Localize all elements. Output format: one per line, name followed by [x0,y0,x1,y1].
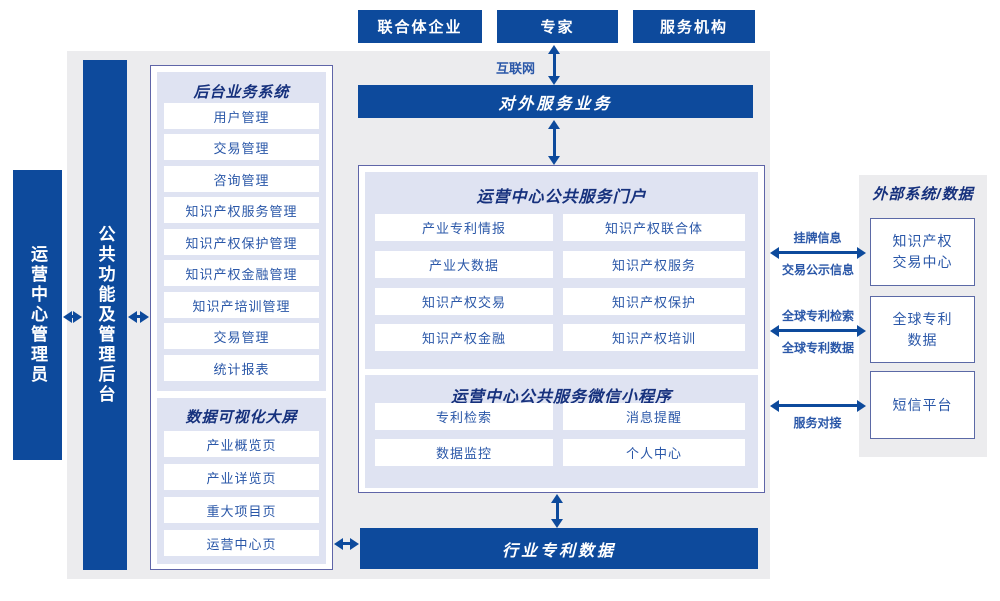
miniprogram-item: 个人中心 [563,439,745,466]
portal-item: 知识产权交易 [375,288,553,315]
actor-box-service-org: 服务机构 [633,10,755,43]
backend-item: 交易管理 [164,134,319,160]
portal-to-patent-arrow [550,494,564,528]
backend-rail: 公共功能及管理后台 [83,60,127,570]
data-viz-item: 运营中心页 [164,530,319,556]
data-viz-panel: 数据可视化大屏 产业概览页 产业详览页 重大项目页 运营中心页 [157,398,326,564]
service-to-portal-arrow [547,120,561,165]
global-patent-data-label: 全球专利数据 [781,341,854,355]
backend-item: 咨询管理 [164,166,319,192]
data-viz-item: 重大项目页 [164,497,319,523]
miniprogram-item: 专利检索 [375,403,553,430]
backend-item: 知识产权服务管理 [164,197,319,223]
backend-system-title: 后台业务系统 [193,84,290,101]
industry-patent-bar: 行业专利数据 [360,528,758,569]
center-container: 运营中心公共服务门户 产业专利情报 知识产权联合体 产业大数据 知识产权服务 知… [358,165,765,493]
portal-panel: 运营中心公共服务门户 产业专利情报 知识产权联合体 产业大数据 知识产权服务 知… [365,172,758,369]
admin-to-backend-arrow [63,310,82,323]
portal-title: 运营中心公共服务门户 [476,189,647,206]
portal-item: 知识产权服务 [563,251,745,278]
portal-item: 知识产权联合体 [563,214,745,241]
backend-item: 知识产培训管理 [164,292,319,318]
backend-item: 知识产权金融管理 [164,260,319,286]
portal-item: 产业专利情报 [375,214,553,241]
miniprogram-title: 运营中心公共服务微信小程序 [450,389,672,406]
service-connect-label: 服务对接 [793,416,842,430]
miniprogram-item: 消息提醒 [563,403,745,430]
backend-item: 交易管理 [164,323,319,349]
backend-item: 统计报表 [164,355,319,381]
backend-item: 用户管理 [164,103,319,129]
listing-info-label: 挂牌信息 [793,231,842,245]
internet-arrow [547,45,561,85]
external-box-global-patent: 全球专利 数据 [870,296,975,363]
internet-label: 互联网 [495,61,535,76]
portal-item: 知识产权金融 [375,324,553,351]
external-box-ip-exchange: 知识产权 交易中心 [870,218,975,286]
global-patent-arrow [770,324,866,337]
global-patent-search-label: 全球专利检索 [781,309,854,323]
portal-item: 产业大数据 [375,251,553,278]
backend-item: 知识产权保护管理 [164,229,319,255]
actor-box-consortium: 联合体企业 [358,10,482,43]
dataviz-to-patent-arrow [334,537,359,550]
portal-item: 知识产权保护 [563,288,745,315]
miniprogram-panel: 运营中心公共服务微信小程序 专利检索 消息提醒 数据监控 个人中心 [365,375,758,488]
external-service-bar: 对外服务业务 [358,85,753,118]
listing-info-arrow [770,246,866,259]
actor-box-expert: 专家 [497,10,618,43]
admin-rail: 运营中心管理员 [13,170,62,460]
data-viz-item: 产业概览页 [164,431,319,457]
trade-publicity-label: 交易公示信息 [781,263,854,277]
service-connect-arrow [770,399,866,412]
backend-to-container-arrow [128,310,149,323]
external-box-sms: 短信平台 [870,371,975,439]
miniprogram-item: 数据监控 [375,439,553,466]
data-viz-item: 产业详览页 [164,464,319,490]
backend-container: 后台业务系统 用户管理 交易管理 咨询管理 知识产权服务管理 知识产权保护管理 … [150,65,333,570]
external-panel-title: 外部系统/数据 [872,186,974,203]
data-viz-title: 数据可视化大屏 [185,409,298,426]
backend-system-panel: 后台业务系统 用户管理 交易管理 咨询管理 知识产权服务管理 知识产权保护管理 … [157,72,326,391]
portal-item: 知识产权培训 [563,324,745,351]
